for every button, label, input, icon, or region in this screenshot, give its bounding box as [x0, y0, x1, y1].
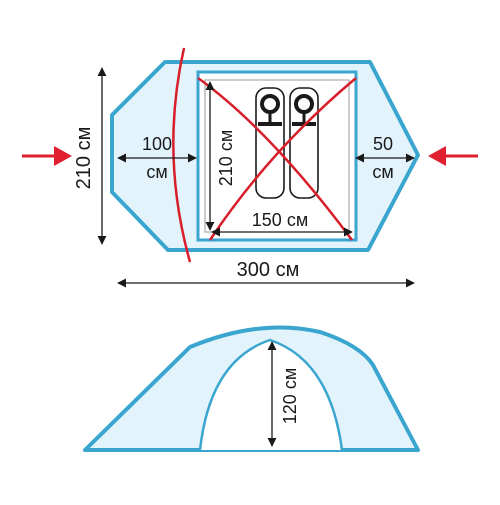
side-view: 120 см [83, 325, 420, 452]
vestibule-right-unit: см [372, 162, 393, 182]
entrance-arrow-left [22, 146, 72, 166]
inner-width-label: 150 см [252, 210, 308, 230]
side-height-label: 120 см [280, 368, 300, 424]
top-view: 210 см 100 см 210 см 50 см 150 см 300 см [22, 47, 478, 288]
vestibule-left-value: 100 [142, 134, 172, 154]
pole-cross-a [197, 76, 354, 241]
overall-height-label: 210 см [73, 127, 95, 190]
vestibule-right-value: 50 [373, 134, 393, 154]
entrance-arrow-right [428, 146, 478, 166]
pole-cross-b [208, 77, 357, 241]
inner-height-label: 210 см [216, 130, 236, 186]
vestibule-left-unit: см [146, 162, 167, 182]
overall-length-label: 300 см [237, 259, 300, 281]
